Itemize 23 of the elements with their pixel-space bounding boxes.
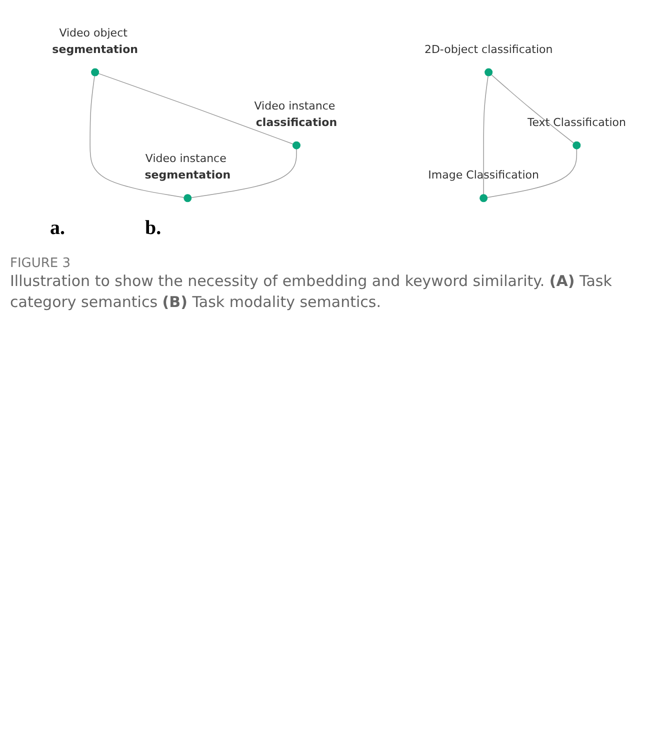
figure-number: FIGURE 3 (10, 256, 72, 271)
node-circle (184, 194, 192, 202)
connector (90, 76, 184, 198)
node-label: 2D-object classification (424, 43, 553, 56)
caption: Illustration to show the necessity of embedding and keyword similarity. (A) Task category semantics (B) Task modality semantics. (10, 270, 613, 313)
connector (98, 73, 294, 144)
node-label: Video instance classification (254, 100, 338, 129)
panel-label: a. (50, 216, 65, 240)
node-circle (572, 141, 581, 150)
node-label: Text Classification (527, 116, 626, 129)
connector (190, 148, 297, 198)
connector (483, 76, 488, 195)
node-circle (484, 68, 493, 76)
panel-label: b. (145, 216, 162, 240)
connector (491, 74, 574, 144)
node-circle (91, 68, 100, 76)
node-label: Video object segmentation (52, 26, 138, 56)
network-diagram: Video object segmentation Video instance classification Video instance segmentation 2D-object classification Text Classification Image Classification (10, 10, 646, 207)
node-label: Video instance segmentation (144, 152, 231, 182)
node-circle (292, 141, 300, 150)
node-label: Image Classification (428, 169, 539, 182)
connector (486, 148, 578, 198)
node-circle (480, 194, 488, 202)
